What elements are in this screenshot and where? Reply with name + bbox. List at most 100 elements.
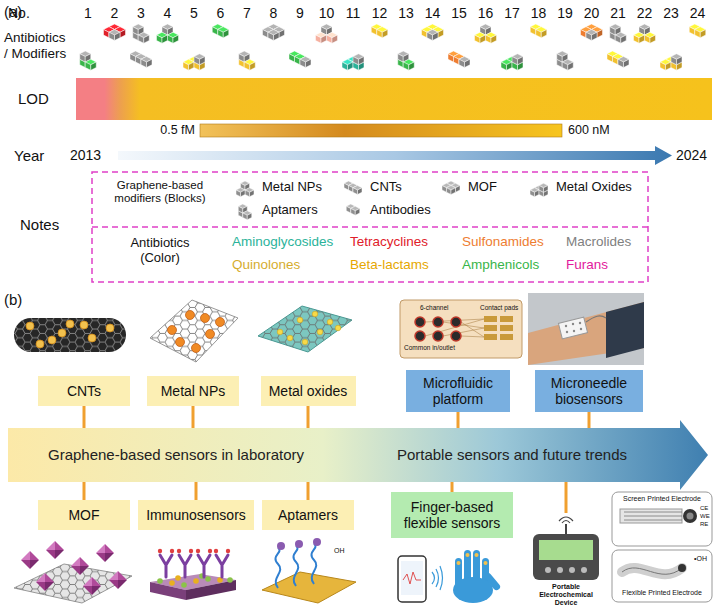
label-text: 1 (84, 5, 92, 21)
octahedron-face (80, 557, 89, 566)
electrode-well (451, 317, 461, 327)
label-box: Portable Electrochemical Device (530, 583, 602, 607)
device-link (565, 482, 568, 513)
cube-face (491, 35, 497, 43)
block-icon (634, 24, 656, 43)
sleeve (606, 302, 644, 358)
label-text: 8 (270, 5, 278, 21)
cube-face (306, 59, 312, 67)
strip-track (624, 516, 682, 517)
label-box: 600 nM (568, 123, 610, 137)
cube-face (536, 30, 542, 38)
portable-box: Microfluidic platform (406, 370, 510, 412)
cube-face (212, 27, 218, 35)
legend-text: Tetracyclines (350, 234, 428, 249)
label-box: WE (700, 513, 710, 520)
block-icon (239, 51, 256, 70)
label-box: 23 (663, 5, 679, 21)
cube-face (433, 32, 439, 40)
cube-face (677, 57, 683, 65)
electrode-well (415, 317, 425, 327)
node-text: Graphene-based sensors in laboratory (8, 446, 344, 463)
octahedron-face (46, 541, 55, 550)
label-text: 14 (425, 5, 441, 21)
block-icon (475, 24, 497, 43)
cube-face (666, 62, 672, 70)
node-text: MOF (68, 507, 99, 523)
oxide-particle (277, 329, 283, 335)
label-text: LOD (18, 90, 49, 107)
label-box: 6 (217, 5, 225, 21)
block-icon (501, 54, 523, 71)
cube-face (634, 35, 640, 43)
cube-face (243, 213, 248, 220)
label-box: 21 (610, 5, 626, 21)
label-text: 2 (111, 5, 119, 21)
device-button (545, 567, 551, 573)
oxide-sheet (258, 306, 352, 352)
label-text: 18 (531, 5, 547, 21)
block-icon (104, 24, 126, 41)
label-box: 17 (504, 5, 520, 21)
metal-nanoparticle (201, 314, 210, 323)
cube-face (353, 188, 358, 195)
flexible-electrode-head (678, 564, 686, 572)
octahedron-face (45, 582, 54, 591)
cube-face (438, 30, 444, 38)
legend-item: Amphenicols (462, 257, 539, 273)
node-text: Aptamers (278, 507, 338, 523)
legend-item: Aptamers (262, 203, 318, 218)
cube-face (660, 62, 666, 70)
label-box: Antibiotics (Color) (115, 236, 205, 266)
legend-text: Metal NPs (262, 179, 322, 194)
nanotube-lattice (14, 318, 126, 352)
octahedron-face (21, 551, 30, 560)
cube-face (382, 30, 388, 38)
sensor-sphere (181, 582, 187, 588)
label-box: 24 (690, 5, 706, 21)
cube-face (422, 30, 428, 38)
cube-face (695, 30, 701, 38)
cube-face (162, 35, 168, 43)
legend-item: Quinolones (232, 257, 300, 273)
antigen (226, 549, 230, 553)
cube-face (427, 32, 433, 40)
electrode-well (433, 317, 443, 327)
octahedron-face (55, 541, 64, 550)
label-box: Contact pads (480, 304, 518, 311)
device-button (581, 567, 587, 573)
label-text: Portable Electrochemical Device (539, 583, 593, 606)
cube-face (348, 62, 354, 70)
cube-face (377, 30, 383, 38)
patch-wire (586, 316, 606, 322)
cube-face (475, 35, 481, 43)
label-box: Screen Printed Electrode (623, 495, 701, 503)
label-text: 0.5 fM (160, 123, 195, 137)
label-box: 7 (243, 5, 251, 21)
cube-face (454, 57, 460, 65)
trace (443, 328, 484, 336)
label-box: Notes (20, 216, 59, 233)
cube-face (130, 54, 136, 62)
notes-divider (92, 226, 648, 228)
block-icon (530, 24, 547, 38)
cube-face (342, 62, 348, 70)
legend-item: CNTs (370, 180, 402, 195)
block-icon (581, 24, 603, 41)
strip-track (624, 512, 682, 513)
cube-face (327, 35, 333, 43)
octahedron-face (45, 573, 54, 582)
method-box: Aptamers (262, 500, 354, 530)
label-box: 1 (84, 5, 92, 21)
legend-item: Furans (566, 257, 608, 273)
octahedron-face (55, 550, 64, 559)
antibody (160, 555, 172, 577)
label-box: No. (8, 5, 30, 21)
node-text: Microfluidic platform (412, 375, 504, 407)
nanoparticle (88, 334, 96, 342)
octahedron-face (118, 571, 127, 580)
block-icon (263, 24, 285, 41)
aptamer-strand (311, 544, 316, 584)
block-icon (212, 24, 229, 38)
cube-face (650, 35, 656, 43)
